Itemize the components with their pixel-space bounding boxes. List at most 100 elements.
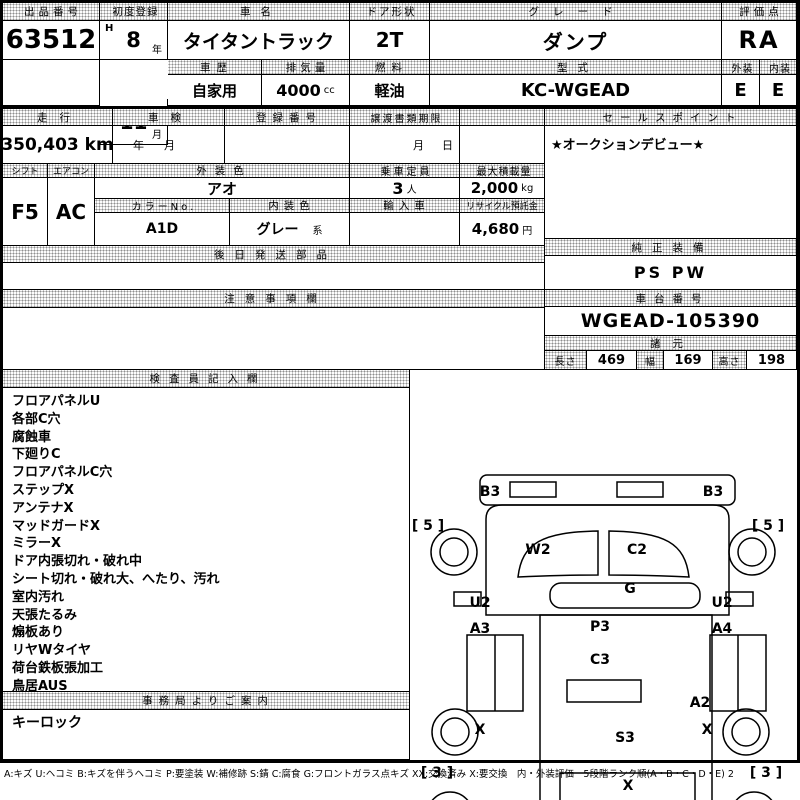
note-line: アンテナX — [12, 500, 74, 516]
damage-marker: W2 — [525, 542, 551, 558]
displacement-cell: 4000 cc — [262, 75, 350, 106]
grade-label: グレード — [430, 3, 722, 21]
note-line: 鳥居AUS — [12, 678, 68, 692]
windshield-left — [517, 530, 599, 578]
exhibit-no-label: 出品番号 — [3, 3, 100, 21]
rear-right-hub — [731, 717, 761, 747]
era-label: H — [105, 23, 114, 34]
int-color-label: 内装色 — [230, 199, 350, 213]
note-line: ミラーX — [12, 536, 62, 552]
recycle-cell: 4,680 円 — [460, 213, 545, 246]
note-line: 煽板あり — [12, 625, 65, 641]
ext-color-label: 外装色 — [95, 164, 350, 178]
note-line: シート切れ・破れ大、へたり、汚れ — [12, 571, 220, 587]
note-line: 腐蝕車 — [12, 429, 52, 445]
model-code-label: 型式 — [430, 60, 722, 75]
note-line: 下廻りC — [12, 447, 61, 463]
int-color: グレー — [256, 222, 299, 238]
fuel: 軽油 — [350, 75, 430, 106]
chassis-no: WGEAD-105390 — [545, 307, 797, 336]
score-label: 評価点 — [722, 3, 797, 21]
front-right-hub — [737, 537, 767, 567]
transfer-deadline-cell: 月 日 — [350, 126, 460, 164]
color-no: A1D — [95, 213, 230, 246]
interior-label: 内装 — [760, 60, 797, 75]
inspection-year-unit: 年 — [133, 138, 144, 152]
cargo-bed — [539, 614, 713, 800]
max-load-unit: kg — [521, 182, 534, 194]
car-name: タイタントラック — [168, 21, 350, 60]
office-notes-label: 事務局よりご案内 — [3, 692, 410, 710]
first-reg-year-cell: H 8 年 — [100, 21, 168, 60]
height-label: 高さ — [713, 351, 747, 370]
later-parts-label: 後日発送部品 — [3, 246, 545, 263]
capacity-unit: 人 — [406, 184, 417, 196]
max-load: 2,000 — [470, 179, 519, 197]
aircon-label: エアコン — [48, 164, 95, 178]
first-reg-year: 8 — [126, 28, 141, 52]
note-line: フロアパネルU — [12, 394, 101, 409]
office-notes-list: キーロック — [3, 710, 410, 760]
registration-no-blank — [225, 126, 350, 164]
rear-right-wheel — [722, 708, 770, 756]
damage-marker: P3 — [589, 619, 611, 635]
note-line: 各部C穴 — [12, 411, 61, 427]
sales-point: ★オークションデビュー★ — [545, 126, 797, 239]
recycle-fee: 4,680 — [471, 220, 520, 238]
row3-spacer-header — [460, 109, 545, 126]
damage-marker: X — [474, 722, 486, 738]
exhibit-no-blank — [3, 60, 100, 106]
history-label: 車歴 — [168, 60, 262, 75]
note-line: 天張たるみ — [12, 607, 78, 623]
specs-label: 諸元 — [545, 336, 797, 351]
damage-marker: [ 5 ] — [751, 518, 785, 534]
row3-spacer-blank — [460, 126, 545, 164]
exterior-label: 外装 — [722, 60, 760, 75]
legend-text: A:キズ U:ヘコミ B:キズを伴うヘコミ P:要塗装 W:補修跡 S:錆 C:… — [4, 769, 734, 780]
note-line: リヤWタイヤ — [12, 643, 91, 659]
damage-marker: B3 — [702, 484, 724, 500]
width-value: 169 — [664, 351, 713, 370]
transfer-day-unit: 日 — [442, 138, 453, 152]
damage-marker: A3 — [469, 621, 491, 637]
model-code: KC-WGEAD — [430, 75, 722, 106]
damage-marker: U2 — [711, 595, 733, 611]
rear-left-wheel-2 — [431, 791, 469, 800]
mileage-label: 走行 — [3, 109, 113, 126]
mileage: 350,403 km — [3, 126, 113, 164]
note-line: キーロック — [12, 715, 82, 731]
note-line: ドア内張切れ・破れ中 — [12, 554, 143, 570]
inspection-cell: 年 月 — [113, 126, 225, 164]
roof-panel — [549, 582, 701, 609]
damage-marker: C3 — [589, 652, 611, 668]
later-parts-blank — [3, 263, 545, 290]
transfer-deadline-label: 譲渡書類期限 — [350, 109, 460, 126]
rear-left-hub — [440, 717, 470, 747]
section-divider — [3, 106, 797, 109]
damage-marker: A2 — [689, 695, 711, 711]
damage-marker: G — [624, 581, 636, 597]
int-color-suffix: 系 — [312, 225, 323, 237]
damage-marker: C2 — [626, 542, 648, 558]
note-line: マッドガードX — [12, 518, 101, 534]
exterior-grade: E — [722, 75, 760, 106]
recycle-label: リサイクル預託金 — [460, 199, 545, 213]
oem-equipment-label: 純正装備 — [545, 239, 797, 256]
capacity: 3 — [392, 178, 404, 198]
front-bumper-detail-left — [509, 481, 557, 498]
aircon: AC — [48, 178, 95, 246]
ext-color: アオ — [95, 178, 350, 199]
interior-grade: E — [760, 75, 797, 106]
sales-point-label: セールスポイント — [545, 109, 797, 126]
car-name-label: 車名 — [168, 3, 350, 21]
damage-marker: S3 — [615, 730, 635, 746]
color-no-label: カラーNo. — [95, 199, 230, 213]
displacement-label: 排気量 — [262, 60, 350, 75]
displacement: 4000 — [276, 80, 321, 100]
damage-marker: [ 5 ] — [411, 518, 445, 534]
front-left-wheel — [430, 528, 478, 576]
left-mirror — [453, 591, 482, 607]
